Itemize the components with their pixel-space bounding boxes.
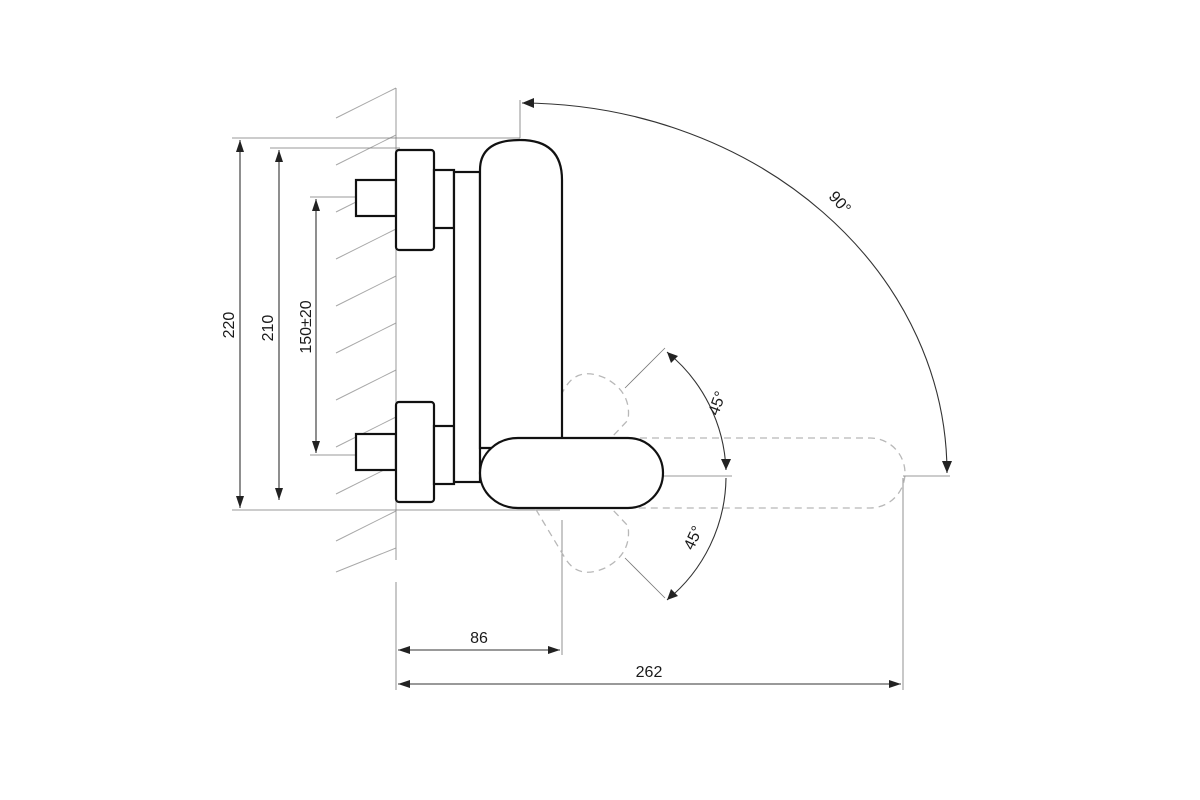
wall-hatching xyxy=(335,87,397,573)
dimension-220-label: 220 xyxy=(221,312,238,339)
mixer-body xyxy=(354,138,665,510)
dimension-262: 262 xyxy=(398,664,901,688)
dimension-262-label: 262 xyxy=(636,664,663,681)
upper-inlet-pipe xyxy=(354,178,398,218)
dimension-150-label: 150±20 xyxy=(298,300,315,353)
main-housing xyxy=(478,138,564,450)
dimension-86-label: 86 xyxy=(470,630,488,647)
lower-flange xyxy=(394,400,436,504)
upper-flange xyxy=(394,148,436,252)
lower-connector xyxy=(432,424,456,486)
lever-alternate-positions xyxy=(504,373,906,573)
lever-handle xyxy=(478,436,665,510)
angle-90: 90° xyxy=(521,98,952,477)
dimension-150: 150±20 xyxy=(298,199,320,453)
angle-90-label: 90° xyxy=(825,188,854,217)
extension-lines xyxy=(232,100,904,690)
dimension-220: 220 xyxy=(221,140,244,508)
upper-connector xyxy=(432,168,456,230)
dimension-210: 210 xyxy=(260,150,283,500)
dimension-210-label: 210 xyxy=(260,315,277,342)
angle-45-down-label: 45° xyxy=(681,524,707,553)
lower-inlet-pipe xyxy=(354,432,398,472)
angle-45-up-label: 45° xyxy=(706,389,730,418)
dimension-86: 86 xyxy=(398,630,560,654)
body-column xyxy=(452,170,482,484)
